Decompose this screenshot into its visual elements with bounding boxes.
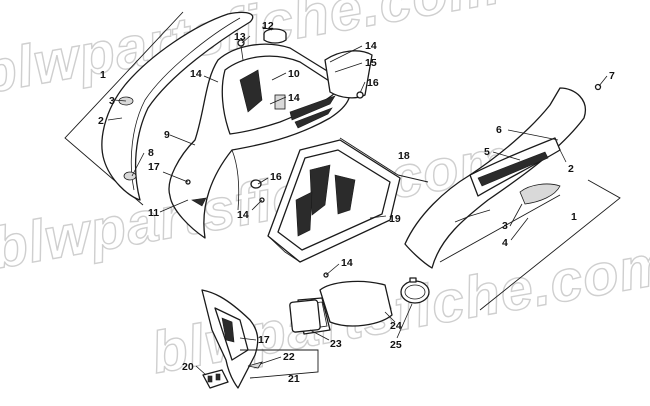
fastener-16-upper bbox=[356, 91, 364, 99]
left-side-panel bbox=[101, 11, 254, 201]
storage-bin bbox=[267, 139, 401, 263]
right-panel-stripe bbox=[477, 151, 549, 187]
callout-12: 12 bbox=[262, 20, 274, 32]
callout-14-bin: 14 bbox=[341, 257, 353, 269]
intake-gasket bbox=[289, 299, 321, 333]
hood-vent-stripe-1 bbox=[289, 95, 336, 121]
callout-9: 9 bbox=[164, 129, 170, 141]
callout-6: 6 bbox=[496, 124, 502, 136]
right-bracket-lines bbox=[479, 179, 621, 311]
bumper-clip bbox=[202, 369, 229, 389]
callout-20: 20 bbox=[182, 361, 194, 373]
callout-16-lower: 16 bbox=[270, 171, 282, 183]
bin-rib-2 bbox=[334, 174, 356, 215]
callout-8: 8 bbox=[148, 147, 154, 159]
callout-5: 5 bbox=[484, 146, 490, 158]
nose-vent bbox=[221, 317, 235, 343]
leader-lines bbox=[107, 26, 608, 376]
hood-gauge-opening bbox=[274, 94, 286, 110]
hood-emblem bbox=[191, 197, 207, 207]
callout-25: 25 bbox=[390, 339, 402, 351]
upper-cover-panel bbox=[324, 50, 373, 99]
callout-13: 13 bbox=[234, 31, 246, 43]
callout-24: 24 bbox=[390, 320, 402, 332]
right-side-panel bbox=[404, 87, 586, 269]
hood-vent-left bbox=[239, 69, 263, 113]
callout-21: 21 bbox=[288, 373, 300, 385]
bin-bracket-upper bbox=[339, 137, 399, 176]
left-panel-trim bbox=[123, 171, 137, 181]
callout-11: 11 bbox=[148, 207, 159, 219]
callout-1-left: 1 bbox=[100, 69, 106, 81]
callout-10: 10 bbox=[288, 68, 300, 80]
nose-bracket bbox=[240, 349, 319, 379]
callout-1-right: 1 bbox=[571, 211, 577, 223]
hose-clamp bbox=[400, 277, 430, 304]
callout-labels: 1 2 3 17 8 9 11 13 12 14 10 14 14 15 16 … bbox=[98, 20, 615, 385]
callout-18: 18 bbox=[398, 150, 410, 162]
callout-14-lower: 14 bbox=[237, 209, 249, 221]
right-panel-decal bbox=[519, 183, 561, 205]
callout-22: 22 bbox=[283, 351, 295, 363]
callout-19: 19 bbox=[389, 213, 401, 225]
decal-22 bbox=[247, 361, 263, 369]
callout-7: 7 bbox=[609, 70, 615, 82]
callout-16-upper: 16 bbox=[367, 77, 379, 89]
callout-15: 15 bbox=[365, 57, 377, 69]
lower-nose-cone bbox=[201, 289, 259, 389]
callout-14-upper: 14 bbox=[365, 40, 377, 52]
right-bracket-diagonal bbox=[439, 194, 561, 263]
fuel-cap bbox=[263, 28, 287, 44]
front-hood bbox=[168, 43, 351, 239]
callout-14-hood: 14 bbox=[190, 68, 202, 80]
callout-2-left: 2 bbox=[98, 115, 104, 127]
callout-3-left: 3 bbox=[109, 95, 115, 107]
callout-14-center: 14 bbox=[288, 92, 300, 104]
callout-17-left: 17 bbox=[148, 161, 160, 173]
hood-vent-stripe-2 bbox=[294, 107, 333, 129]
bin-rib-3 bbox=[295, 191, 313, 237]
callout-23: 23 bbox=[330, 338, 342, 350]
callout-17-lower: 17 bbox=[258, 334, 270, 346]
grommet-16-lower bbox=[250, 179, 262, 189]
bin-bracket-right bbox=[397, 174, 429, 183]
callout-3-right: 3 bbox=[502, 220, 508, 232]
callout-2-right: 2 bbox=[568, 163, 574, 175]
callout-4: 4 bbox=[502, 237, 508, 249]
